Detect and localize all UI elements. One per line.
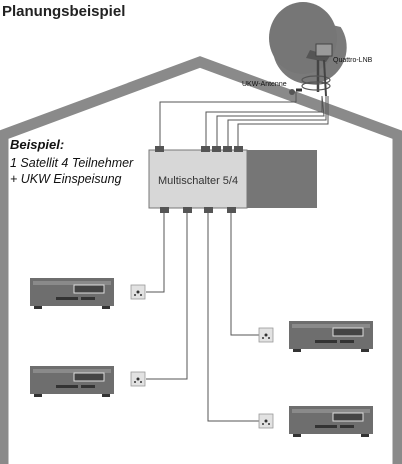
page-title: Planungsbeispiel — [2, 3, 126, 20]
house-outline — [0, 56, 402, 464]
lnb-label: Quattro-LNB — [333, 57, 373, 64]
satellite-dish-icon — [269, 2, 347, 97]
wall-socket-4 — [258, 413, 274, 429]
receiver-icon — [289, 321, 373, 352]
example-line-2: + UKW Einspeisung — [10, 172, 122, 186]
ukw-antenna-icon — [289, 88, 302, 95]
receiver-icon — [30, 278, 114, 309]
receiver-icon — [30, 366, 114, 397]
multiswitch-label: Multischalter 5/4 — [158, 175, 238, 187]
ukw-antenna-label: UKW-Antenne — [242, 81, 287, 88]
receiver-icon — [289, 406, 373, 437]
example-title: Beispiel: — [10, 137, 65, 152]
input-cables — [159, 92, 329, 150]
wall-socket-2 — [130, 371, 146, 387]
wall-socket-3 — [258, 327, 274, 343]
multiswitch — [148, 146, 317, 213]
wall-socket-1 — [130, 284, 146, 300]
example-line-1: 1 Satellit 4 Teilnehmer — [10, 156, 134, 170]
output-cables — [146, 213, 259, 422]
